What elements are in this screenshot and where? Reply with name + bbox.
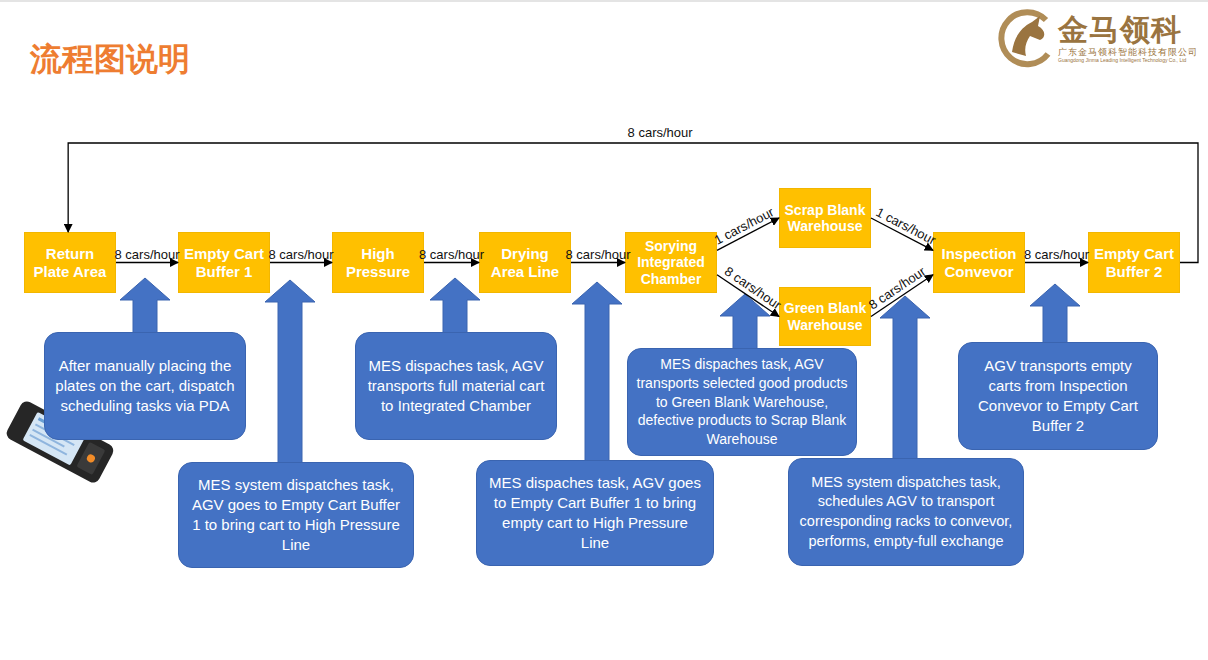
flow-arrow [1025,262,1088,263]
rate-label: 1 cars/hour [874,205,938,247]
page-title: 流程图说明 [30,38,190,82]
block-arrow [430,278,480,340]
process-box: Inspection Convevor [933,232,1025,293]
callout-box: MES system dispatches task, schedules AG… [788,458,1024,566]
callout-text: MES dispaches task, AGV goes to Empty Ca… [487,473,703,554]
company-logo [1001,12,1048,64]
logo-text: 金马领科 [1058,10,1182,51]
process-box: Scrap Blank Warehouse [779,188,871,248]
process-label: Scrap Blank Warehouse [783,202,867,234]
process-label: Sorying Integrated Chamber [629,238,713,286]
callout-box: MES dispaches task, AGV goes to Empty Ca… [476,460,714,566]
flow-arrow [270,262,332,263]
rate-label: 8 cars/hour [268,247,333,260]
callout-text: After manually placing the plates on the… [53,356,237,417]
logo-ring [1001,12,1048,64]
process-label: High Pressure [336,245,420,280]
callout-box: AGV transports empty carts from Inspecti… [958,342,1158,450]
top-rule [0,0,1208,2]
flow-arrow [424,262,479,263]
rate-label: 8 cars/hour [565,247,630,260]
process-box: High Pressure [332,232,424,293]
process-box: Sorying Integrated Chamber [625,232,717,293]
process-box: Return Plate Area [24,232,116,293]
rate-label: 1 cars/hour [712,205,776,247]
process-label: Return Plate Area [28,245,112,280]
callout-text: MES dispaches task, AGV transports selec… [634,355,850,449]
callout-text: MES dispaches task, AGV transports full … [366,356,546,417]
rate-label: 8 cars/hour [114,247,179,260]
logo-subtitle: Guangdong Jinma Leading Intelligent Tech… [1058,57,1186,63]
block-arrow [120,278,170,340]
process-box: Drying Area Line [479,232,571,293]
callout-box: MES system dispatches task, AGV goes to … [178,462,414,568]
rate-label: 8 cars/hour [1024,247,1089,260]
block-arrow [880,296,930,466]
block-arrow [720,294,770,356]
process-label: Green Blank Warehouse [783,300,867,332]
callout-text: AGV transports empty carts from Inspecti… [967,356,1149,437]
process-box: Green Blank Warehouse [779,287,871,346]
block-arrow [265,280,315,470]
callout-text: MES system dispatches task, AGV goes to … [189,475,403,556]
flow-arrow [116,262,178,263]
block-arrow [1030,284,1080,350]
process-box: Empty Cart Buffer 1 [178,232,270,293]
process-box: Empty Cart Buffer 2 [1088,232,1180,293]
pda-keypad [76,442,105,475]
process-label: Inspection Convevor [937,245,1021,280]
block-arrow [572,282,622,468]
callout-text: MES system dispatches task, schedules AG… [797,473,1015,551]
pda-button [85,453,96,464]
process-label: Empty Cart Buffer 1 [182,245,266,280]
logo-horse [1012,16,1044,56]
process-label: Drying Area Line [486,245,564,280]
callout-box: After manually placing the plates on the… [44,332,246,440]
callout-box: MES dispaches task, AGV transports selec… [627,348,857,456]
rate-label: 8 cars/hour [419,247,484,260]
flow-arrow [571,262,625,263]
callout-box: MES dispaches task, AGV transports full … [355,332,557,440]
rate-label: 8 cars/hour [628,126,693,139]
process-label: Empty Cart Buffer 2 [1092,245,1176,280]
